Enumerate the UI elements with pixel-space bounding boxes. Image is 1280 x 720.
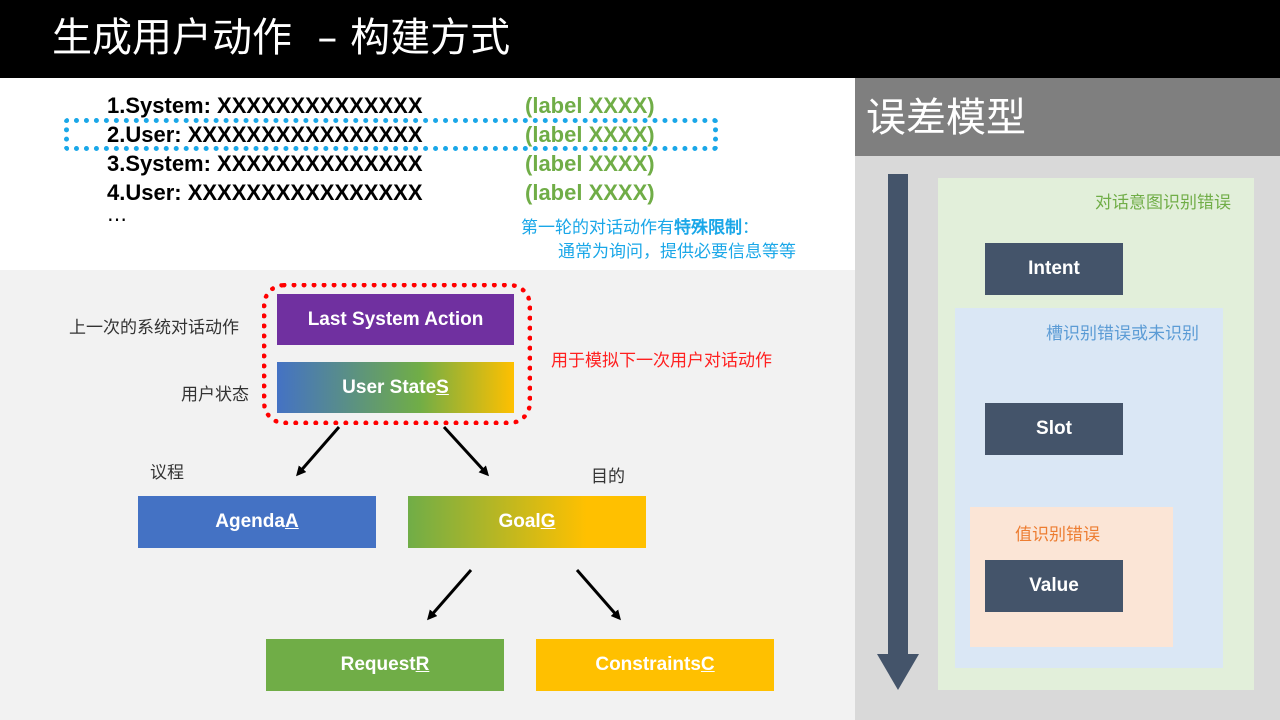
value-box: Value <box>985 560 1123 612</box>
constraints-box: Constraints C <box>536 639 774 691</box>
slide-title: 生成用户动作 – 构建方式 <box>52 15 511 61</box>
dialogue-label: (label XXXX) <box>525 180 655 205</box>
arrow-state-to-agenda <box>296 426 341 477</box>
dialogue-line: 3.System: XXXXXXXXXXXXXX <box>107 151 423 176</box>
slot-error-label: 槽识别错误或未识别 <box>1046 324 1199 344</box>
slot-box: Slot <box>985 403 1123 455</box>
state-input-highlight <box>262 283 532 425</box>
first-turn-note-text: 第一轮的对话动作有 <box>521 218 674 238</box>
first-turn-note: 第一轮的对话动作有特殊限制： <box>521 213 759 238</box>
dialogue-ellipsis: … <box>107 202 127 226</box>
first-turn-note-colon: ： <box>742 218 759 238</box>
diagram-arrows <box>296 425 621 621</box>
agenda-var: A <box>284 511 299 532</box>
request-box: Request R <box>266 639 504 691</box>
dialogue-panel <box>0 78 855 270</box>
last-system-action-box: Last System Action <box>277 294 514 345</box>
dialogue-label: (label XXXX) <box>525 93 655 118</box>
dialogue-line: 4.User: XXXXXXXXXXXXXXXX <box>107 180 423 205</box>
intent-error-label: 对话意图识别错误 <box>1095 193 1231 213</box>
simulate-note: 用于模拟下一次用户对话动作 <box>551 351 772 371</box>
user-state-var: S <box>436 376 449 398</box>
user-state-label: User State <box>342 376 437 398</box>
dialogue-line: 1.System: XXXXXXXXXXXXXX <box>107 93 423 118</box>
arrow-state-to-goal <box>442 425 490 477</box>
constraints-label: Constraints <box>595 654 701 675</box>
user-state-box: User State S <box>277 362 514 413</box>
first-turn-note-line2: 通常为询问，提供必要信息等等 <box>558 242 796 262</box>
request-label: Request <box>340 654 416 675</box>
user-state-caption: 用户状态 <box>181 385 249 405</box>
dialogue-line: 2.User: XXXXXXXXXXXXXXXX <box>107 122 423 147</box>
user-turn-highlight <box>64 118 718 151</box>
agenda-caption: 议程 <box>150 463 184 483</box>
last-system-action-caption: 上一次的系统对话动作 <box>69 318 239 338</box>
goal-box: Goal G <box>408 496 646 548</box>
dialogue-label: (label XXXX) <box>525 122 655 147</box>
agenda-label: Agenda <box>215 511 285 532</box>
goal-label: Goal <box>498 511 541 532</box>
request-var: R <box>415 654 430 675</box>
dialogue-label: (label XXXX) <box>525 151 655 176</box>
error-model-header <box>855 78 1280 156</box>
agenda-box: Agenda A <box>138 496 376 548</box>
error-model-title: 误差模型 <box>866 95 1026 141</box>
first-turn-note-bold: 特殊限制 <box>674 218 742 238</box>
intent-box: Intent <box>985 243 1123 295</box>
value-error-label: 值识别错误 <box>1015 525 1100 545</box>
last-system-action-label: Last System Action <box>307 308 484 330</box>
down-arrow-icon <box>877 174 919 690</box>
goal-var: G <box>540 511 556 532</box>
arrow-goal-to-request <box>427 569 473 621</box>
constraints-var: C <box>700 654 715 675</box>
arrow-goal-to-constraints <box>575 569 621 621</box>
goal-caption: 目的 <box>591 467 625 487</box>
title-bar <box>0 0 1280 78</box>
